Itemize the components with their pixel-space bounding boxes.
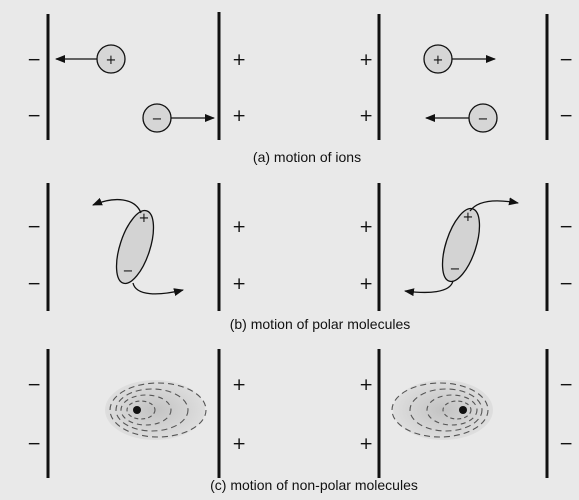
plate-sign-mid-left-2: + — [232, 106, 246, 126]
electron-cloud — [392, 380, 493, 440]
polar-molecule-dipole: + − — [109, 206, 161, 288]
positive-ion: + — [424, 45, 452, 73]
plate-sign-mid-left-1: + — [232, 217, 246, 237]
plate-sign-mid-left-1: + — [232, 375, 246, 395]
panel-ions: − − + + + + − − + − + − (a) motion of io… — [27, 12, 573, 165]
nucleus — [459, 406, 467, 414]
plate-sign-mid-right-2: + — [359, 106, 373, 126]
plate-sign-mid-left-2: + — [232, 274, 246, 294]
plate-sign-mid-right-1: + — [359, 217, 373, 237]
dipole-positive-label: + — [139, 211, 150, 226]
plate-sign-left-2: − — [27, 106, 41, 126]
dipole-positive-label: + — [463, 210, 474, 225]
plate-sign-mid-right-1: + — [359, 50, 373, 70]
panel-nonpolar-molecules: − − + + + + − − (c) motion of non-polar … — [27, 349, 573, 493]
plate-sign-mid-left-1: + — [232, 50, 246, 70]
caption-nonpolar-molecules: (c) motion of non-polar molecules — [210, 477, 418, 493]
positive-ion: + — [97, 45, 125, 73]
negative-ion: − — [469, 104, 497, 132]
plate-sign-mid-right-2: + — [359, 274, 373, 294]
panel-polar-molecules: − − + + + + − − + − + − (b) motion of po… — [27, 183, 573, 332]
plate-sign-right-1: − — [559, 375, 573, 395]
svg-text:+: + — [433, 53, 444, 68]
rotation-arrow — [470, 201, 518, 211]
plate-sign-left-1: − — [27, 50, 41, 70]
plate-sign-mid-left-2: + — [232, 434, 246, 454]
dipole-negative-label: − — [123, 264, 134, 279]
polar-molecule-dipole: + − — [435, 204, 487, 286]
rotation-arrow — [405, 281, 453, 292]
svg-text:−: − — [152, 112, 163, 127]
plate-sign-right-1: − — [559, 217, 573, 237]
rotation-arrow — [93, 200, 141, 213]
plate-sign-right-2: − — [559, 434, 573, 454]
plate-sign-mid-right-2: + — [359, 434, 373, 454]
plate-sign-right-2: − — [559, 106, 573, 126]
plate-sign-right-1: − — [559, 50, 573, 70]
svg-text:−: − — [478, 112, 489, 127]
electron-cloud — [105, 380, 206, 440]
rotation-arrow — [133, 283, 183, 294]
dipole-negative-label: − — [450, 262, 461, 277]
negative-ion: − — [143, 104, 171, 132]
plate-sign-right-2: − — [559, 274, 573, 294]
plate-sign-left-2: − — [27, 434, 41, 454]
plate-sign-mid-right-1: + — [359, 375, 373, 395]
nucleus — [133, 406, 141, 414]
caption-polar-molecules: (b) motion of polar molecules — [230, 316, 411, 332]
svg-text:+: + — [106, 53, 117, 68]
plate-sign-left-2: − — [27, 274, 41, 294]
plate-sign-left-1: − — [27, 217, 41, 237]
plate-sign-left-1: − — [27, 375, 41, 395]
caption-ions: (a) motion of ions — [253, 149, 361, 165]
